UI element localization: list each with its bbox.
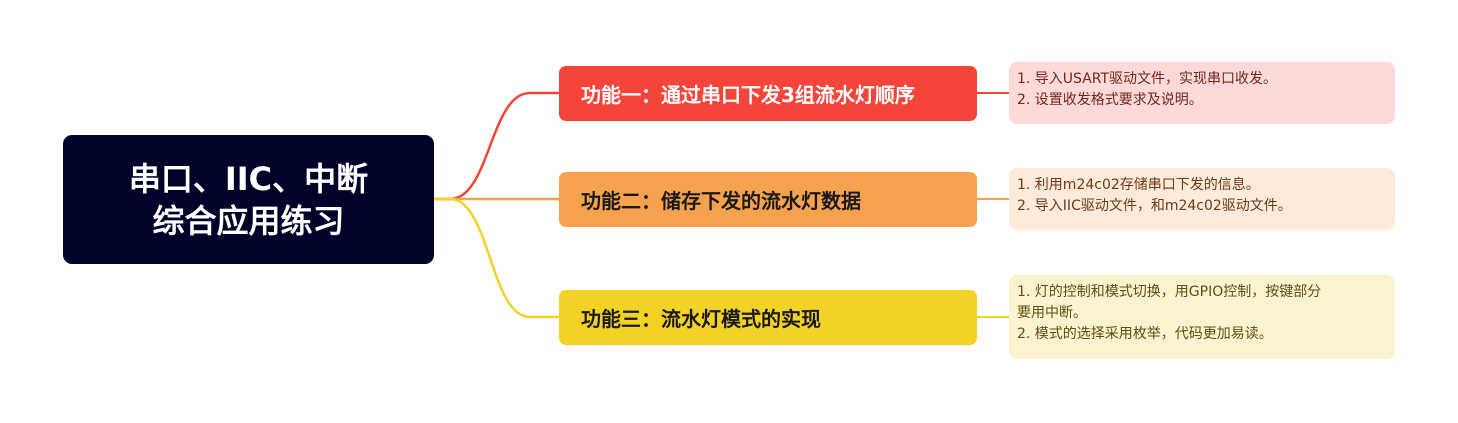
note-topic-2[interactable]: 1. 利用m24c02存储串口下发的信息。 2. 导入IIC驱动文件，和m24c… <box>1009 168 1395 230</box>
root-topic-line-1: 串口、IIC、中断 <box>128 159 369 198</box>
note-3-line-2: 要用中断。 <box>1017 305 1087 321</box>
branch-topic-1-label: 功能一：通过串口下发3组流水灯顺序 <box>581 83 915 107</box>
note-2-line-2: 2. 导入IIC驱动文件，和m24c02驱动文件。 <box>1017 198 1292 214</box>
branch-topic-2[interactable]: 功能二：储存下发的流水灯数据 <box>559 172 977 227</box>
branch-topic-2-label: 功能二：储存下发的流水灯数据 <box>581 189 861 213</box>
connector-root-branch-3 <box>434 197 559 319</box>
branch-topic-3[interactable]: 功能三：流水灯模式的实现 <box>559 290 977 345</box>
note-3-line-3: 2. 模式的选择采用枚举，代码更加易读。 <box>1017 326 1273 342</box>
branch-topic-3-label: 功能三：流水灯模式的实现 <box>581 307 821 331</box>
note-topic-3[interactable]: 1. 灯的控制和模式切换，用GPIO控制，按键部分 要用中断。 2. 模式的选择… <box>1009 275 1395 359</box>
note-1-line-2: 2. 设置收发格式要求及说明。 <box>1017 92 1203 108</box>
note-topic-1[interactable]: 1. 导入USART驱动文件，实现串口收发。 2. 设置收发格式要求及说明。 <box>1009 62 1395 124</box>
root-topic[interactable]: 串口、IIC、中断 综合应用练习 <box>63 135 434 264</box>
note-3-line-1: 1. 灯的控制和模式切换，用GPIO控制，按键部分 <box>1017 284 1322 300</box>
root-topic-line-2: 综合应用练习 <box>152 201 345 240</box>
note-2-line-1: 1. 利用m24c02存储串口下发的信息。 <box>1017 177 1260 193</box>
note-1-line-1: 1. 导入USART驱动文件，实现串口收发。 <box>1017 71 1278 87</box>
connector-root-branch-1 <box>434 91 559 201</box>
branch-topic-1[interactable]: 功能一：通过串口下发3组流水灯顺序 <box>559 66 977 121</box>
